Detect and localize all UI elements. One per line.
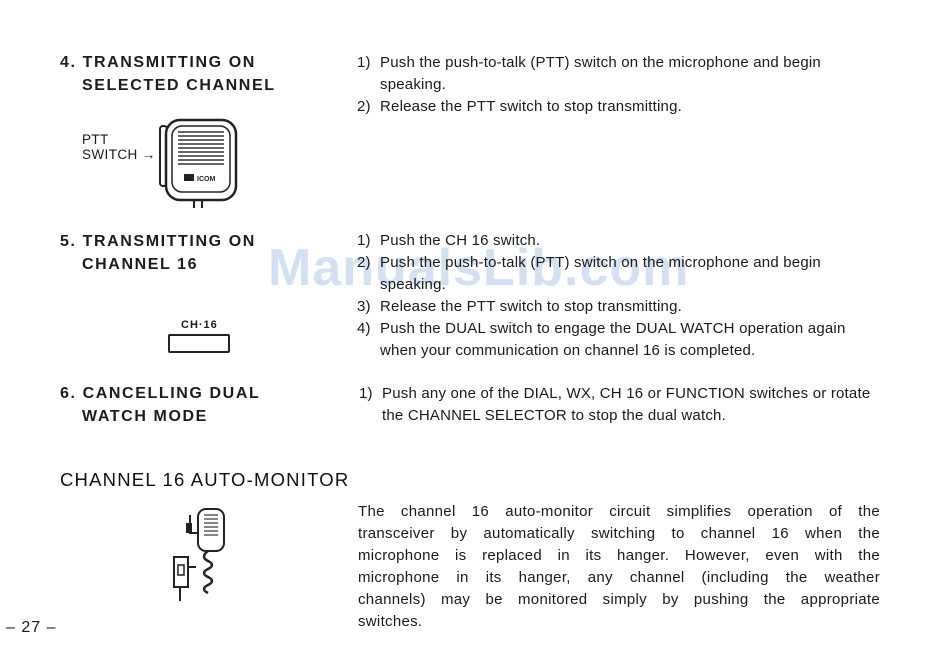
step-item: 2)Release the PTT switch to stop transmi… — [357, 98, 682, 115]
ptt-switch-label: PTT SWITCH → — [82, 132, 156, 162]
section-5-heading: 5. TRANSMITTING ON CHANNEL 16 — [60, 230, 256, 276]
step-item: 3)Release the PTT switch to stop transmi… — [357, 298, 682, 315]
page-number: – 27 – — [6, 619, 57, 636]
step-item: 1)Push the push-to-talk (PTT) switch on … — [357, 54, 821, 93]
body-line: microphone in its hanger, any channel (i… — [358, 569, 880, 586]
section-4-heading: 4. TRANSMITTING ON SELECTED CHANNEL — [60, 51, 276, 97]
step-item: 1)Push any one of the DIAL, WX, CH 16 or… — [359, 385, 871, 424]
svg-text:ICOM: ICOM — [197, 176, 215, 183]
auto-monitor-title: CHANNEL 16 AUTO-MONITOR — [60, 469, 350, 490]
body-line: The channel 16 auto-monitor circuit simp… — [358, 503, 880, 520]
ch16-button-label: CH·16 — [181, 319, 218, 331]
microphone-illustration: ICOM — [159, 118, 238, 208]
section-5-heading-line1: 5. TRANSMITTING ON — [60, 233, 256, 250]
auto-monitor-body: The channel 16 auto-monitor circuit simp… — [358, 501, 880, 633]
step-item: 4)Push the DUAL switch to engage the DUA… — [357, 320, 846, 359]
body-line: transceiver by automatically switching t… — [358, 525, 880, 542]
section-6-heading-line2: WATCH MODE — [82, 408, 208, 425]
step-item: 2)Push the push-to-talk (PTT) switch on … — [357, 254, 821, 293]
microphone-hanger-illustration — [173, 508, 225, 601]
section-6-steps: 1)Push any one of the DIAL, WX, CH 16 or… — [359, 383, 884, 427]
step-item: 1)Push the CH 16 switch. — [357, 232, 541, 249]
section-4-heading-line2: SELECTED CHANNEL — [82, 77, 276, 94]
section-5-heading-line2: CHANNEL 16 — [82, 256, 199, 273]
section-6-heading: 6. CANCELLING DUAL WATCH MODE — [60, 382, 260, 428]
body-line: channels) may be monitored simply by pus… — [358, 591, 880, 608]
section-5-steps: 1)Push the CH 16 switch. 2)Push the push… — [357, 230, 882, 362]
section-4-steps: 1)Push the push-to-talk (PTT) switch on … — [357, 52, 882, 118]
section-4-heading-line1: 4. TRANSMITTING ON — [60, 54, 256, 71]
ch16-button-illustration — [168, 334, 230, 353]
section-6-heading-line1: 6. CANCELLING DUAL — [60, 385, 261, 402]
body-line: microphone is replaced in its hanger. Ho… — [358, 547, 880, 564]
body-line: switches. — [358, 613, 423, 630]
